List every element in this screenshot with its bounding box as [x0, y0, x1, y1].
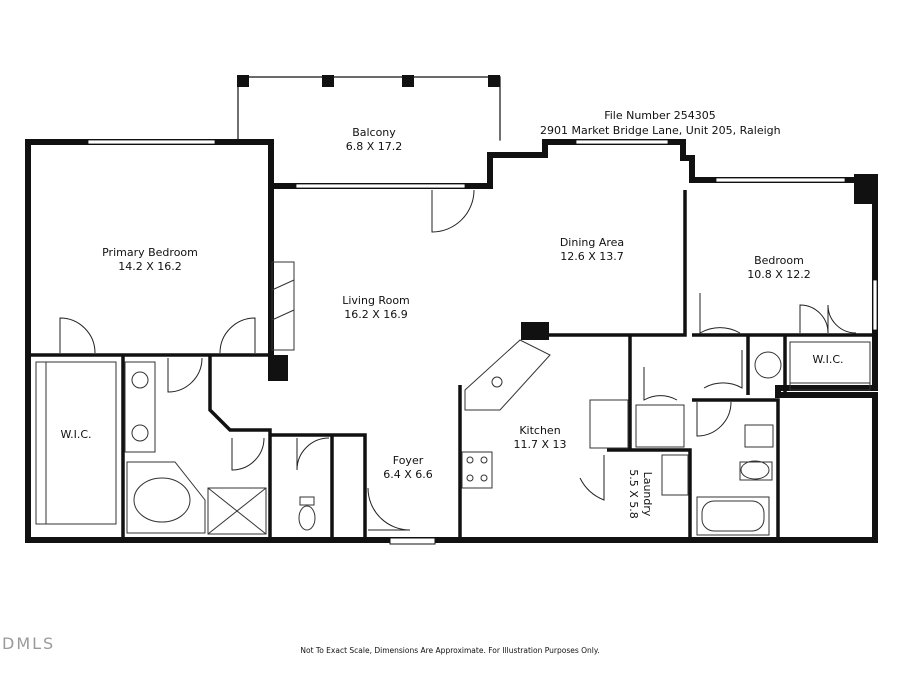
room-dims: 14.2 X 16.2: [118, 260, 182, 273]
room-bedroom: Bedroom 10.8 X 12.2: [719, 254, 839, 282]
room-wic-left: W.I.C.: [46, 428, 106, 442]
room-name: Laundry: [641, 471, 654, 517]
room-name: W.I.C.: [60, 428, 92, 441]
file-number: File Number 254305: [604, 109, 716, 122]
room-name: Foyer: [392, 454, 424, 467]
room-foyer: Foyer 6.4 X 6.6: [358, 454, 458, 482]
room-living: Living Room 16.2 X 16.9: [316, 294, 436, 322]
room-dining: Dining Area 12.6 X 13.7: [532, 236, 652, 264]
room-balcony: Balcony 6.8 X 17.2: [314, 126, 434, 154]
mls-watermark: DMLS: [2, 634, 56, 653]
room-name: Primary Bedroom: [102, 246, 198, 259]
room-laundry: Laundry 5.5 X 5.8: [626, 449, 654, 539]
room-dims: 6.4 X 6.6: [383, 468, 433, 481]
room-wic-right: W.I.C.: [798, 353, 858, 367]
room-dims: 5.5 X 5.8: [627, 469, 640, 519]
room-primary-bedroom: Primary Bedroom 14.2 X 16.2: [90, 246, 210, 274]
disclaimer: Not To Exact Scale, Dimensions Are Appro…: [300, 646, 600, 655]
balcony-railing: [237, 76, 501, 141]
room-dims: 10.8 X 12.2: [747, 268, 811, 281]
wall-laundry: [607, 448, 692, 540]
room-name: W.I.C.: [812, 353, 844, 366]
header-block: File Number 254305 2901 Market Bridge La…: [540, 108, 781, 138]
room-dims: 12.6 X 13.7: [560, 250, 624, 263]
room-name: Balcony: [352, 126, 396, 139]
room-name: Living Room: [342, 294, 410, 307]
property-address: 2901 Market Bridge Lane, Unit 205, Ralei…: [540, 124, 781, 137]
wall-bath3: [692, 398, 780, 540]
entry-threshold: [389, 537, 436, 545]
room-name: Bedroom: [754, 254, 804, 267]
room-dims: 11.7 X 13: [513, 438, 567, 451]
room-kitchen: Kitchen 11.7 X 13: [480, 424, 600, 452]
room-dims: 6.8 X 17.2: [345, 140, 403, 153]
wall-kitchen-top: [548, 190, 687, 337]
room-dims: 16.2 X 16.9: [344, 308, 408, 321]
wall-bath2: [270, 433, 367, 540]
room-name: Dining Area: [559, 236, 625, 249]
room-name: Kitchen: [519, 424, 561, 437]
wall-bath: [208, 355, 272, 540]
